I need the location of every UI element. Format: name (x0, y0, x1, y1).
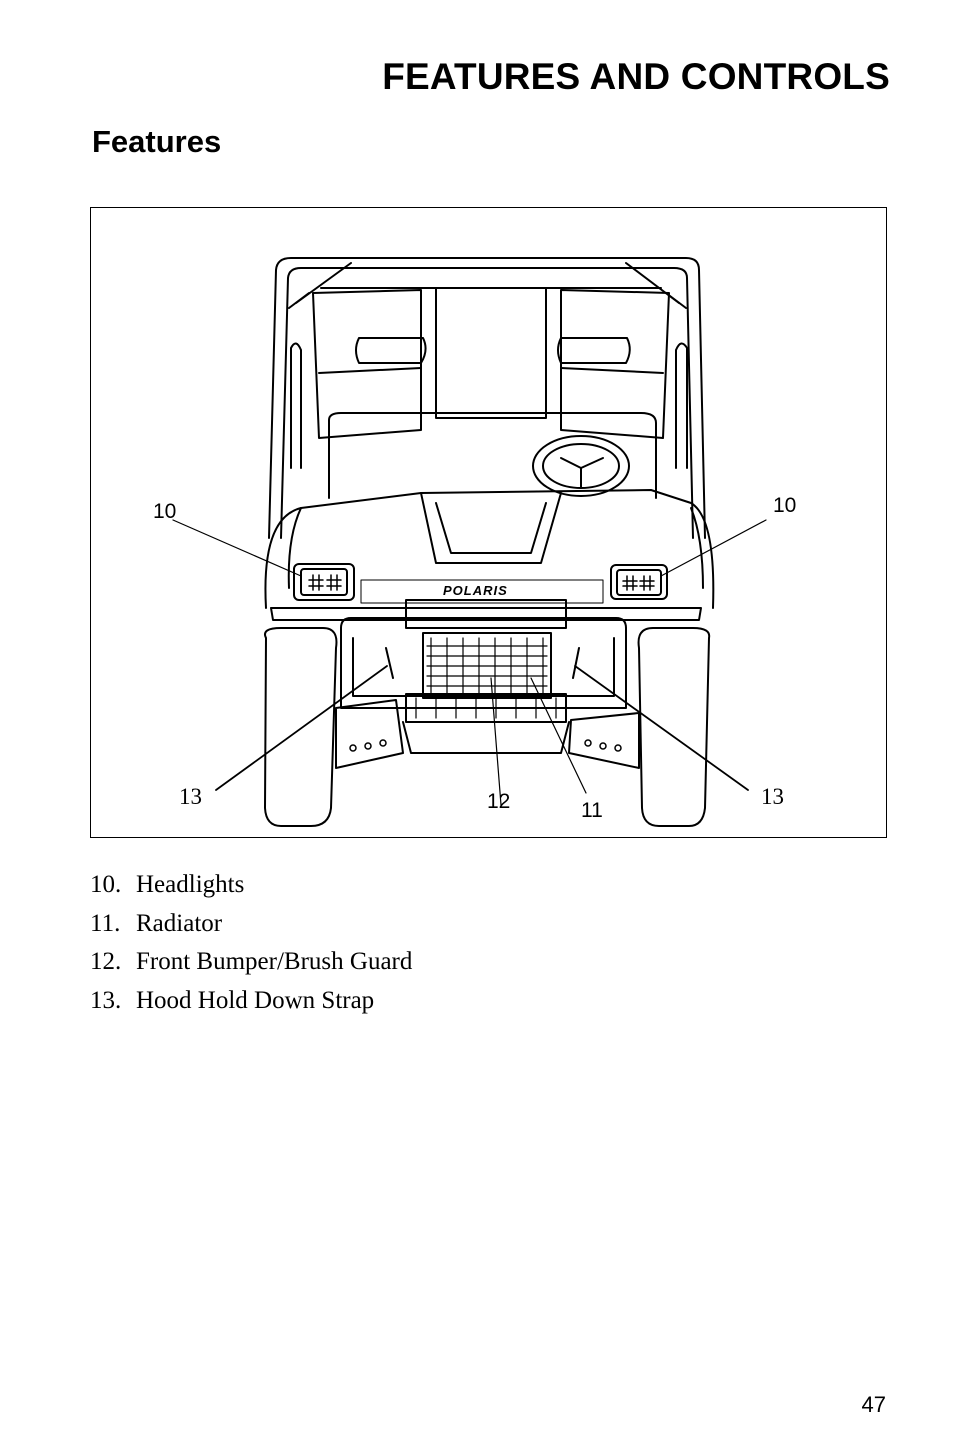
subsection-title: Features (92, 124, 222, 159)
callout-strap-right: 13 (761, 784, 784, 809)
callout-headlight-right: 10 (773, 494, 797, 517)
legend-number: 10. (90, 871, 122, 898)
list-item: 10. Headlights (90, 866, 412, 905)
section-title: FEATURES AND CONTROLS (382, 56, 890, 97)
legend-number: 13. (90, 986, 122, 1014)
legend-number: 12. (90, 948, 122, 975)
legend-label: Hood Hold Down Strap (136, 986, 375, 1014)
legend-number: 11. (90, 909, 121, 937)
callout-strap-left: 13 (179, 784, 202, 809)
page-number: 47 (861, 1392, 886, 1417)
list-item: 13. Hood Hold Down Strap (90, 982, 412, 1021)
legend-label: Headlights (136, 871, 245, 898)
list-item: 11. Radiator (90, 905, 412, 944)
callout-radiator: 11 (581, 799, 603, 822)
polaris-logo: POLARIS (443, 583, 508, 598)
vehicle-figure: 10 10 13 12 11 13 POLARIS (90, 207, 887, 838)
list-item: 12. Front Bumper/Brush Guard (90, 943, 412, 982)
legend-label: Radiator (136, 909, 223, 937)
feature-legend: 10. Headlights 11. Radiator 12. Front Bumpe… (90, 866, 412, 1020)
vehicle-illustration (172, 257, 767, 827)
callout-guard: 12 (487, 790, 511, 813)
callout-headlight-left: 10 (153, 500, 177, 523)
legend-label: Front Bumper/Brush Guard (136, 948, 413, 975)
